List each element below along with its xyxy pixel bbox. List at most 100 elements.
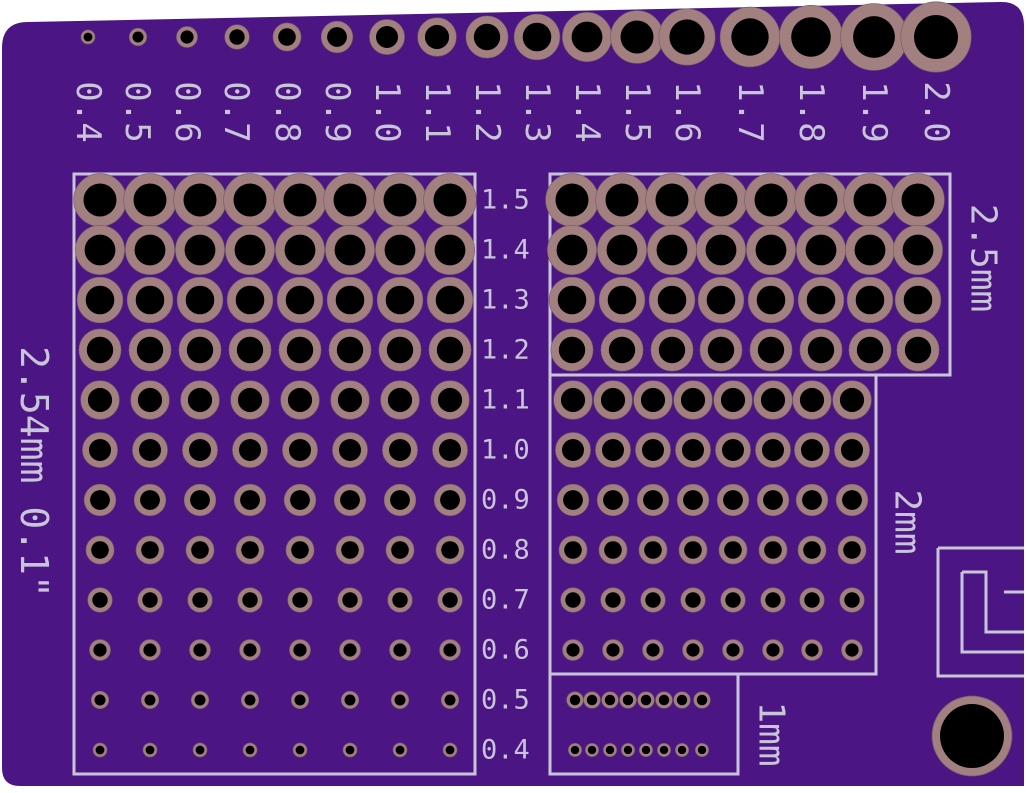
grid-1mm-pad (583, 691, 601, 709)
grid-254mm-row-label: 1.2 (481, 335, 530, 366)
grid-2mm-pad (715, 432, 751, 468)
grid-2mm-pad (713, 380, 753, 420)
top-row-pad (465, 15, 509, 59)
grid-254mm-pad (132, 432, 168, 468)
grid-25mm-pad (794, 173, 848, 227)
grid-254mm-pad (82, 432, 118, 468)
grid-254mm-pad (242, 742, 258, 758)
grid-254mm-pad (90, 690, 110, 710)
grid-254mm-pad (432, 432, 468, 468)
grid-2mm-pitch-label: 2mm (887, 489, 928, 554)
top-row-label: 1.2 (467, 81, 507, 142)
grid-254mm-pitch-label: 2.54mm 0.1" (12, 346, 56, 598)
grid-1mm-pad (695, 743, 709, 757)
grid-254mm-pad (73, 173, 127, 227)
grid-254mm-pad (175, 225, 225, 275)
grid-254mm-pad (235, 535, 265, 565)
grid-1mm-pad (601, 691, 619, 709)
top-row-pad (369, 19, 405, 55)
grid-1mm-pad (619, 691, 637, 709)
grid-254mm-pad (387, 587, 413, 613)
grid-2mm-pad (792, 380, 832, 420)
grid-254mm-pad (225, 225, 275, 275)
grid-254mm-pad (178, 328, 222, 372)
grid-254mm-row-label: 1.1 (481, 385, 530, 416)
grid-2mm-pad (636, 483, 670, 517)
grid-1mm-pad (655, 691, 673, 709)
grid-25mm-pad (896, 328, 940, 372)
grid-254mm-pad (428, 328, 472, 372)
grid-25mm-pad (846, 276, 894, 324)
grid-25mm-pad (848, 328, 892, 372)
grid-254mm-pad (192, 742, 208, 758)
top-row-label: 1.8 (791, 81, 831, 142)
grid-25mm-pad (749, 328, 793, 372)
grid-254mm-pad (176, 276, 224, 324)
top-row-pad (320, 20, 354, 54)
grid-254mm-pad (275, 225, 325, 275)
grid-254mm-pad (440, 690, 460, 710)
grid-254mm-pad (287, 587, 313, 613)
grid-2mm-pad (633, 380, 673, 420)
top-row-pad (840, 3, 908, 71)
grid-254mm-pad (375, 225, 425, 275)
grid-2mm-pad (722, 639, 744, 661)
top-row-label: 1.6 (667, 81, 707, 142)
grid-254mm-pad (290, 690, 310, 710)
grid-254mm-pad (389, 639, 411, 661)
grid-2mm-pad (558, 535, 588, 565)
grid-254mm-pad (183, 483, 217, 517)
grid-254mm-pad (128, 328, 172, 372)
grid-25mm-pad (598, 276, 646, 324)
grid-254mm-pad (390, 690, 410, 710)
grid-254mm-pad (340, 690, 360, 710)
grid-254mm-pad (135, 535, 165, 565)
top-row-label: 0.5 (117, 81, 157, 142)
grid-25mm-pad (548, 276, 596, 324)
logo-mark-icon (936, 546, 1024, 678)
grid-254mm-pad (326, 276, 374, 324)
top-row-pad (562, 12, 612, 62)
grid-254mm-pad (237, 587, 263, 613)
grid-2mm-pad (841, 639, 863, 661)
top-row-pad (900, 1, 972, 73)
grid-254mm-pad (187, 587, 213, 613)
grid-254mm-row-label: 0.8 (481, 535, 530, 566)
top-row-pad (224, 24, 250, 50)
grid-25mm-pad (744, 173, 798, 227)
grid-2mm-pad (837, 535, 867, 565)
grid-254mm-pad (228, 328, 272, 372)
grid-1mm-pad (637, 691, 655, 709)
top-row-label: 2.0 (916, 81, 956, 142)
grid-254mm-pad (89, 639, 111, 661)
grid-25mm-pad (746, 225, 796, 275)
grid-2mm-pad (682, 639, 704, 661)
grid-25mm-pad (648, 276, 696, 324)
grid-2mm-pad (753, 380, 793, 420)
grid-254mm-row-label: 0.4 (481, 735, 530, 766)
grid-1mm-pitch-label: 1mm (751, 701, 792, 766)
grid-2mm-pad (598, 535, 628, 565)
top-row-label: 1.1 (417, 81, 457, 142)
grid-254mm-pad (323, 173, 377, 227)
grid-1mm-pad (585, 743, 599, 757)
top-row-label: 1.0 (367, 81, 407, 142)
grid-2mm-pad (553, 380, 593, 420)
grid-254mm-pad (332, 432, 368, 468)
grid-1mm-pad (568, 743, 582, 757)
grid-25mm-pad (843, 173, 897, 227)
grid-254mm-pad (92, 742, 108, 758)
grid-254mm-pad (276, 276, 324, 324)
grid-254mm-pad (282, 432, 318, 468)
grid-2mm-pad (555, 432, 591, 468)
grid-2mm-pad (680, 587, 706, 613)
grid-254mm-pad (80, 380, 120, 420)
grid-254mm-pad (87, 587, 113, 613)
grid-25mm-pad (747, 276, 795, 324)
grid-254mm-pad (278, 328, 322, 372)
grid-254mm-pad (75, 225, 125, 275)
grid-2mm-pad (797, 535, 827, 565)
grid-254mm-pad (342, 742, 358, 758)
grid-254mm-pad (190, 690, 210, 710)
